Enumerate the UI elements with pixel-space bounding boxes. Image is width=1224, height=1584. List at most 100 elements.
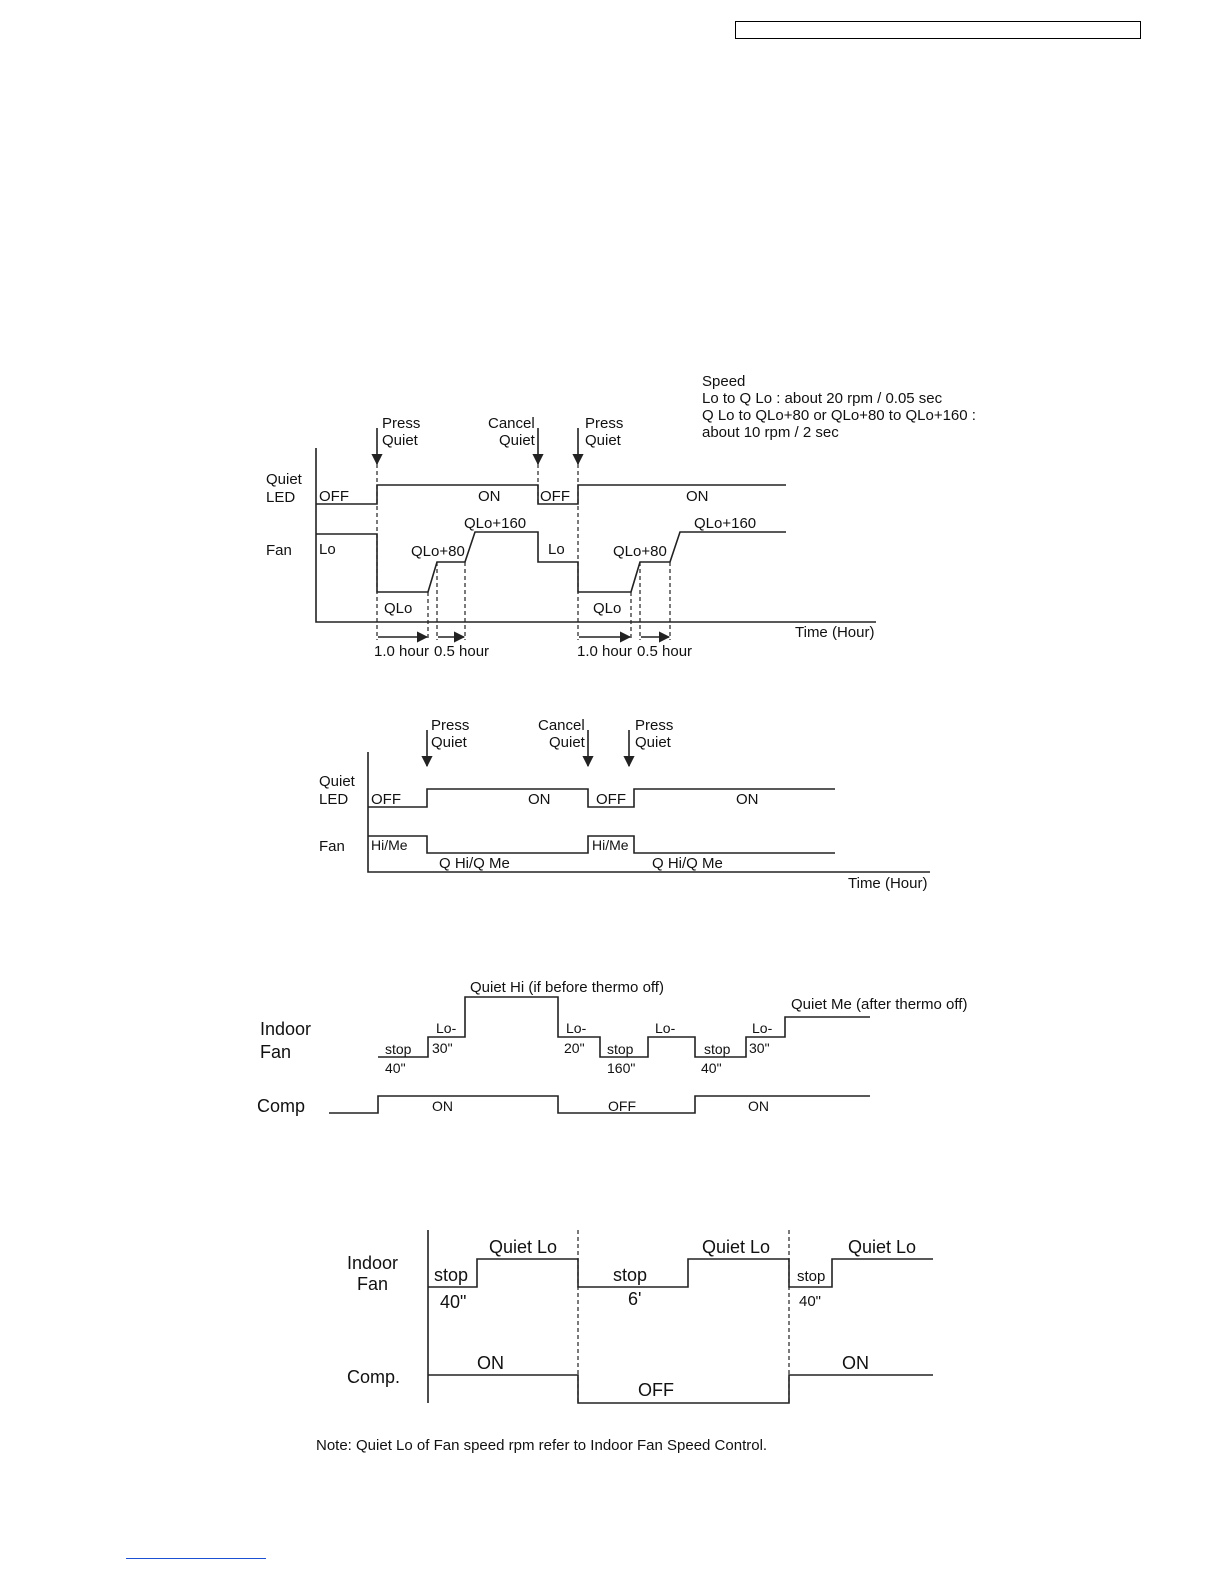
duration-label: 40" xyxy=(701,1060,722,1076)
stop-label: stop xyxy=(797,1268,825,1285)
led-on-label: ON xyxy=(528,791,551,808)
duration-label: 20" xyxy=(564,1040,585,1056)
comp-off-label: OFF xyxy=(638,1380,674,1400)
row-label-fan: Fan xyxy=(319,838,345,855)
comp-on-label: ON xyxy=(842,1353,869,1373)
press-quiet-label: Quiet xyxy=(382,432,419,449)
quiet-lo-label: Quiet Lo xyxy=(489,1237,557,1257)
led-off-label: OFF xyxy=(540,488,570,505)
press-quiet-label: Press xyxy=(635,717,673,734)
cancel-quiet-label: Cancel xyxy=(488,415,535,432)
press-quiet-label: Quiet xyxy=(635,734,672,751)
led-off-label: OFF xyxy=(596,791,626,808)
duration-label: 6' xyxy=(628,1289,641,1309)
row-label-indoor-fan: Indoor xyxy=(347,1253,398,1273)
fan-lo-label: Lo xyxy=(548,541,565,558)
stop-label: stop xyxy=(704,1041,731,1057)
row-label-indoor-fan: Fan xyxy=(260,1042,291,1062)
time-axis xyxy=(367,752,930,873)
speed-line-2: Q Lo to QLo+80 or QLo+80 to QLo+160 : xyxy=(702,407,976,424)
interval-label: 0.5 hour xyxy=(637,643,692,660)
fan-signal-line xyxy=(378,996,870,1058)
comp-on-label: ON xyxy=(432,1098,453,1114)
interval-label: 1.0 hour xyxy=(374,643,429,660)
cancel-quiet-label: Quiet xyxy=(549,734,586,751)
row-label-indoor-fan: Fan xyxy=(357,1274,388,1294)
time-axis xyxy=(315,448,876,623)
led-off-label: OFF xyxy=(371,791,401,808)
diagram-4-quiet-lo-fan-comp: Indoor Fan Comp. Quiet Lo Quiet Lo Quiet… xyxy=(347,1230,933,1404)
press-quiet-label: Press xyxy=(585,415,623,432)
fan-lo-label: Lo xyxy=(319,541,336,558)
fan-qhime-label: Q Hi/Q Me xyxy=(652,855,723,872)
fan-qlo-label: QLo xyxy=(384,600,412,617)
footer-link-line xyxy=(126,1558,266,1559)
press-quiet-label: Quiet xyxy=(431,734,468,751)
quiet-me-label: Quiet Me (after thermo off) xyxy=(791,996,967,1013)
fan-signal-line xyxy=(428,1258,933,1288)
lo-label: Lo- xyxy=(566,1020,587,1036)
fan-qlo80-label: QLo+80 xyxy=(613,543,667,560)
time-axis-label: Time (Hour) xyxy=(795,624,874,641)
stop-label: stop xyxy=(434,1265,468,1285)
led-signal-line xyxy=(368,788,835,808)
interval-label: 1.0 hour xyxy=(577,643,632,660)
speed-line-3: about 10 rpm / 2 sec xyxy=(702,424,839,441)
led-off-label: OFF xyxy=(319,488,349,505)
led-on-label: ON xyxy=(478,488,501,505)
lo-label: Lo- xyxy=(655,1020,676,1036)
fan-qlo-label: QLo xyxy=(593,600,621,617)
comp-on-label: ON xyxy=(748,1098,769,1114)
fan-hime-label: Hi/Me xyxy=(592,837,629,853)
press-quiet-label: Press xyxy=(382,415,420,432)
footnote: Note: Quiet Lo of Fan speed rpm refer to… xyxy=(316,1437,767,1454)
stop-label: stop xyxy=(385,1041,412,1057)
cancel-quiet-label: Quiet xyxy=(499,432,536,449)
diagram-3-thermo-fan-comp: Indoor Fan Comp Quiet Hi (if before ther… xyxy=(257,979,967,1116)
fan-qlo160-label: QLo+160 xyxy=(694,515,756,532)
comp-on-label: ON xyxy=(477,1353,504,1373)
speed-line-1: Lo to Q Lo : about 20 rpm / 0.05 sec xyxy=(702,390,943,407)
duration-label: 30" xyxy=(749,1040,770,1056)
comp-signal-line xyxy=(329,1095,870,1114)
led-on-label: ON xyxy=(736,791,759,808)
quiet-lo-label: Quiet Lo xyxy=(702,1237,770,1257)
comp-signal-line xyxy=(428,1374,933,1404)
cancel-quiet-label: Cancel xyxy=(538,717,585,734)
comp-off-label: OFF xyxy=(608,1098,636,1114)
quiet-lo-label: Quiet Lo xyxy=(848,1237,916,1257)
lo-label: Lo- xyxy=(436,1020,457,1036)
press-quiet-label: Quiet xyxy=(585,432,622,449)
fan-signal-line xyxy=(368,835,835,854)
row-label-indoor-fan: Indoor xyxy=(260,1019,311,1039)
press-quiet-label: Press xyxy=(431,717,469,734)
fan-hime-label: Hi/Me xyxy=(371,837,408,853)
duration-label: 40" xyxy=(799,1293,821,1310)
header-box xyxy=(735,21,1141,39)
quiet-hi-label: Quiet Hi (if before thermo off) xyxy=(470,979,664,996)
duration-label: 40" xyxy=(440,1292,466,1312)
row-label-quiet-led: LED xyxy=(266,489,295,506)
duration-label: 30" xyxy=(432,1040,453,1056)
row-label-quiet-led: Quiet xyxy=(319,773,356,790)
lo-label: Lo- xyxy=(752,1020,773,1036)
fan-qhime-label: Q Hi/Q Me xyxy=(439,855,510,872)
diagram-2-heat-quiet: Press Quiet Cancel Quiet Press Quiet Qui… xyxy=(319,717,930,892)
speed-title: Speed xyxy=(702,373,745,390)
row-label-comp: Comp xyxy=(257,1096,305,1116)
row-label-quiet-led: LED xyxy=(319,791,348,808)
led-on-label: ON xyxy=(686,488,709,505)
duration-label: 160" xyxy=(607,1060,635,1076)
interval-label: 0.5 hour xyxy=(434,643,489,660)
row-label-quiet-led: Quiet xyxy=(266,471,303,488)
diagram-1-cool-quiet: Speed Lo to Q Lo : about 20 rpm / 0.05 s… xyxy=(266,373,976,660)
stop-label: stop xyxy=(613,1265,647,1285)
duration-label: 40" xyxy=(385,1060,406,1076)
row-label-comp: Comp. xyxy=(347,1367,400,1387)
stop-label: stop xyxy=(607,1041,634,1057)
time-axis-label: Time (Hour) xyxy=(848,875,927,892)
fan-qlo160-label: QLo+160 xyxy=(464,515,526,532)
fan-qlo80-label: QLo+80 xyxy=(411,543,465,560)
fan-signal-line xyxy=(316,531,786,593)
